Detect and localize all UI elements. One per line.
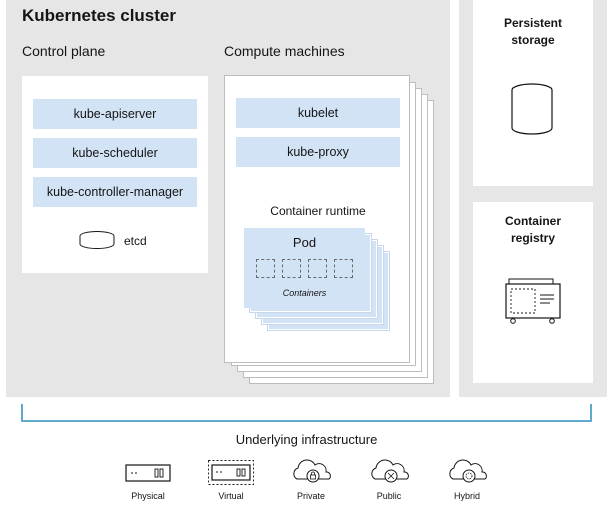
server-icon <box>125 464 171 482</box>
pod-label: Pod <box>292 235 317 250</box>
containers-label: Containers <box>282 288 327 298</box>
compute-machines-label: Compute machines <box>224 43 345 59</box>
container-slot <box>334 259 353 278</box>
infra-label-private: Private <box>296 491 325 501</box>
registry-icon <box>505 278 561 324</box>
container-slot <box>282 259 301 278</box>
etcd-label: etcd <box>124 234 147 248</box>
kube-scheduler: kube-scheduler <box>33 138 197 168</box>
kubelet: kubelet <box>236 98 400 128</box>
container-runtime-label: Container runtime <box>270 204 366 218</box>
kube-proxy: kube-proxy <box>236 137 400 167</box>
storage-label-line1: Persistent <box>503 16 563 30</box>
container-slot <box>256 259 275 278</box>
cluster-title: Kubernetes cluster <box>22 6 176 25</box>
database-icon <box>79 231 115 249</box>
infra-label-virtual: Virtual <box>218 491 244 501</box>
virtual-server-icon <box>208 460 254 485</box>
control-plane-label: Control plane <box>22 43 106 59</box>
registry-label-line2: registry <box>510 231 556 245</box>
pod-box <box>244 228 365 308</box>
public-cloud-icon <box>371 459 409 483</box>
infra-label-physical: Physical <box>131 491 165 501</box>
kube-controller-manager: kube-controller-manager <box>33 177 197 207</box>
infrastructure-label: Underlying infrastructure <box>235 432 378 447</box>
registry-label-line1: Container <box>504 214 561 228</box>
storage-icon <box>511 83 553 135</box>
kube-apiserver: kube-apiserver <box>33 99 197 129</box>
container-slot <box>308 259 327 278</box>
private-cloud-icon <box>293 459 331 483</box>
hybrid-cloud-icon <box>449 459 487 483</box>
infra-label-public: Public <box>376 491 402 501</box>
storage-label-line2: storage <box>511 33 555 47</box>
infra-label-hybrid: Hybrid <box>453 491 480 501</box>
